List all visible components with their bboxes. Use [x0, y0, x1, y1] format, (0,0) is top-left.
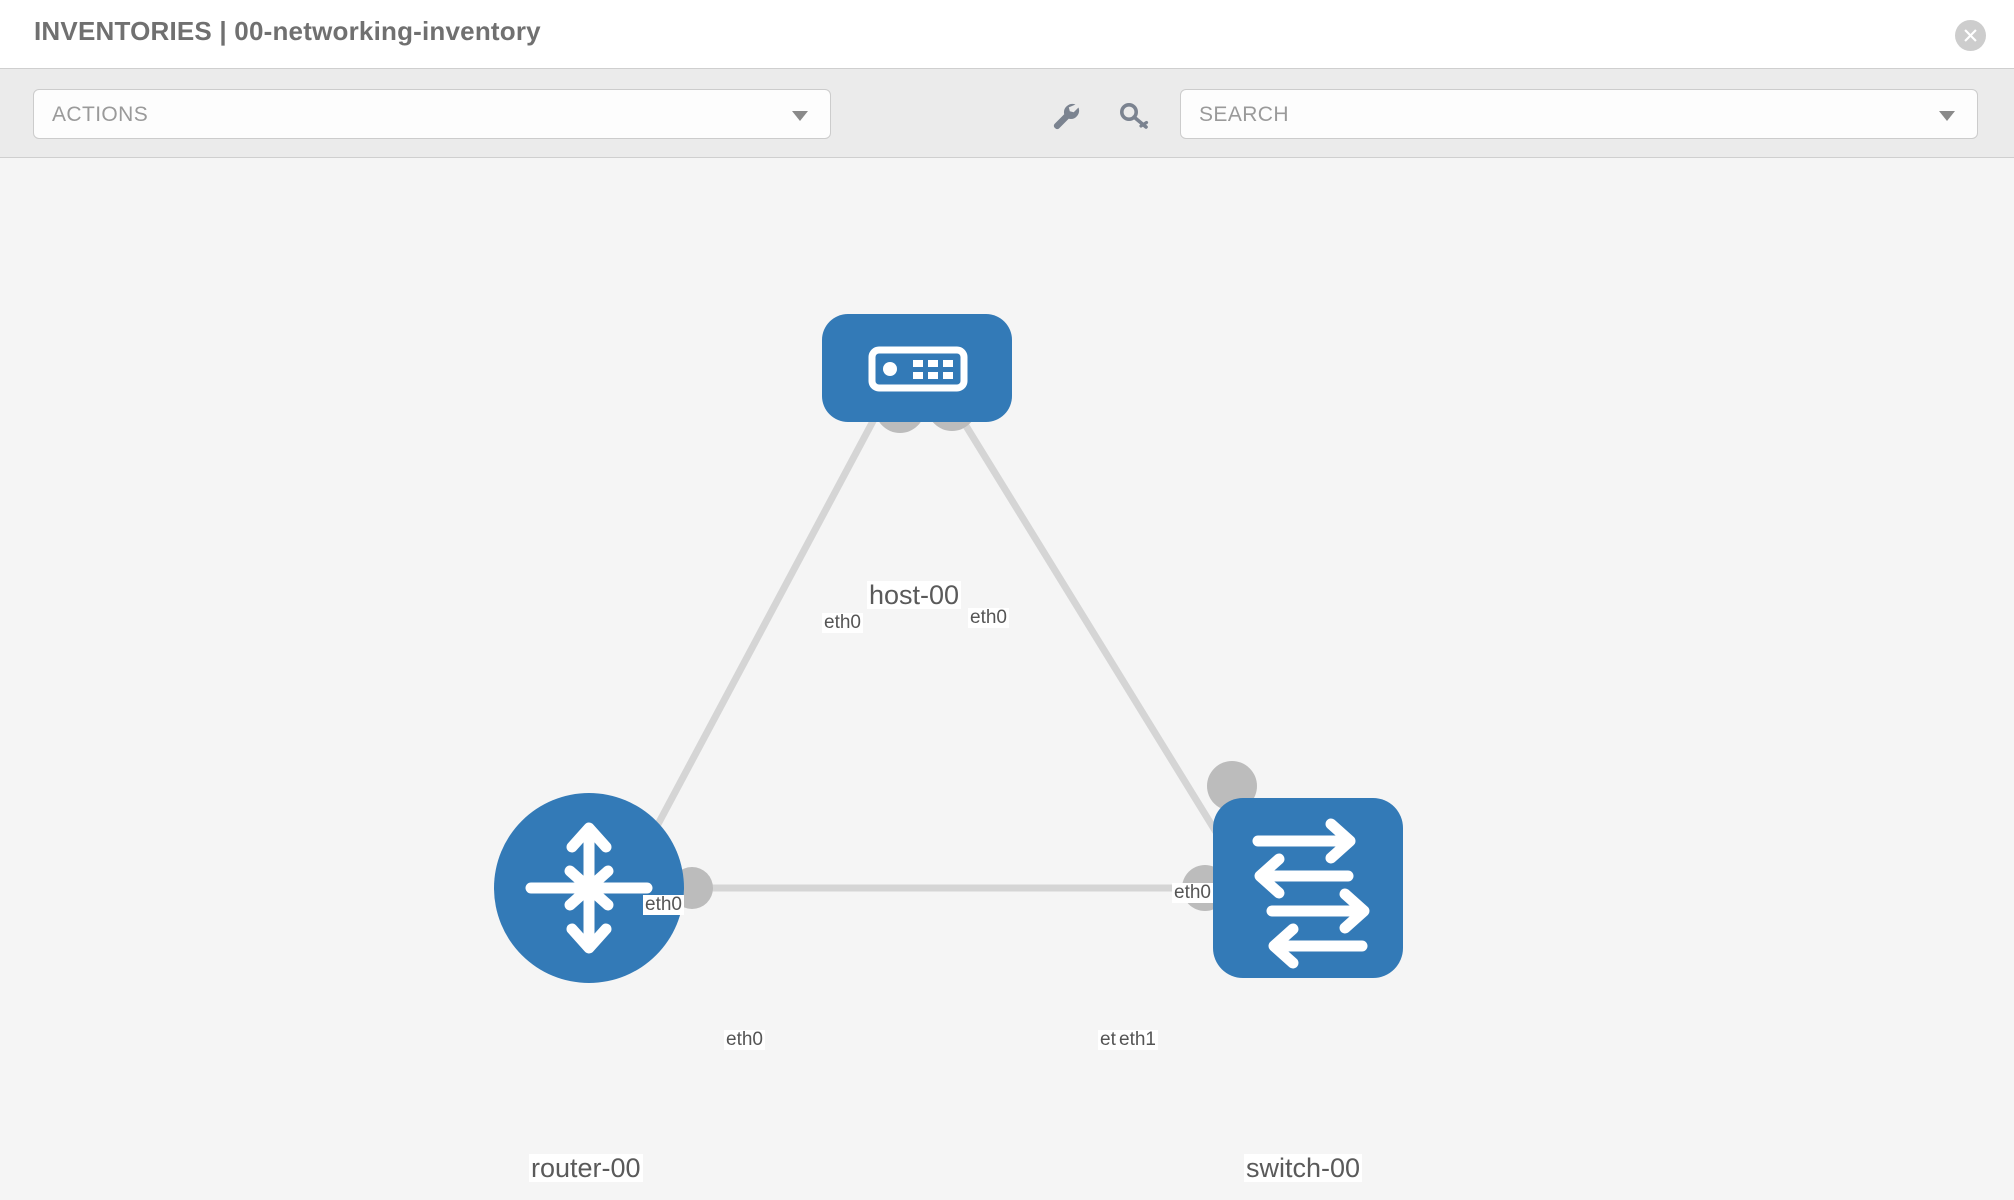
interface-label: eth0 [968, 607, 1009, 628]
search-placeholder: SEARCH [1199, 103, 1289, 126]
router-arrows-icon [525, 822, 653, 954]
interface-label: eth0 [643, 894, 684, 915]
wrench-icon[interactable] [1049, 99, 1083, 133]
interface-label: eth1 [1117, 1029, 1158, 1050]
page-header: INVENTORIES | 00-networking-inventory [0, 0, 2014, 68]
interface-label: eth0 [822, 612, 863, 633]
node-host-00 [822, 314, 1012, 422]
edge-host-switch [952, 406, 1235, 860]
interface-label: eth0 [724, 1029, 765, 1050]
server-icon [868, 346, 968, 392]
node-label-host: host-00 [867, 580, 962, 610]
topology-edges [636, 406, 1235, 892]
toolbar: ACTIONS SEARCH [0, 68, 2014, 158]
close-icon[interactable] [1955, 20, 1986, 51]
edge-host-router [636, 406, 884, 860]
node-label-switch: switch-00 [1244, 1153, 1363, 1183]
key-icon[interactable] [1117, 99, 1151, 133]
chevron-down-icon [792, 111, 808, 121]
page-title: INVENTORIES | 00-networking-inventory [34, 16, 541, 46]
node-switch-00 [1213, 798, 1403, 978]
search-input[interactable]: SEARCH [1180, 89, 1978, 139]
chevron-down-icon[interactable] [1939, 111, 1955, 121]
topology-endpoints [671, 381, 1257, 911]
switch-arrows-icon [1252, 818, 1370, 969]
interface-label: eth0 [1172, 882, 1213, 903]
actions-dropdown[interactable]: ACTIONS [33, 89, 831, 139]
topology-canvas[interactable]: host-00 router-00 switch-00 eth0 eth0 et… [0, 158, 2014, 1200]
node-router-00 [494, 793, 684, 983]
actions-dropdown-label: ACTIONS [52, 103, 149, 126]
topology-graph [494, 314, 1403, 983]
node-label-router: router-00 [529, 1153, 643, 1183]
